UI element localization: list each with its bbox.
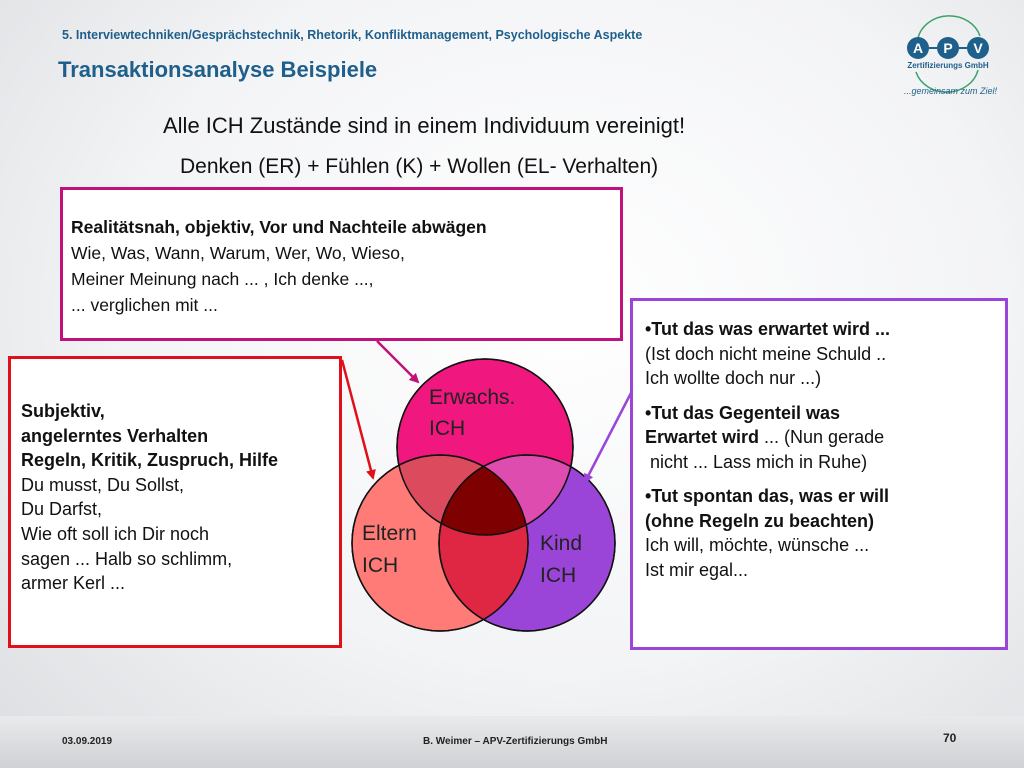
parent-label: ICH (362, 554, 398, 577)
parent-bold-line: Subjektiv, (21, 401, 105, 421)
parent-line: armer Kerl ... (21, 573, 126, 594)
apv-logo: A P V Zertifizierungs GmbH (907, 15, 989, 93)
child-label: Kind (540, 532, 582, 555)
logo-subtitle: Zertifizierungs GmbH (907, 61, 989, 70)
child-item-1-heading: •Tut das was erwartet wird ... (645, 319, 891, 339)
parent-line: Du Darfst, (21, 499, 103, 520)
child-item-2-rest: ... (Nun gerade (759, 427, 885, 447)
adult-description-box: Realitätsnah, objektiv, Vor und Nachteil… (60, 187, 623, 341)
statement-line-1: Alle ICH Zustände sind in einem Individu… (163, 113, 686, 138)
slide-title: Transaktionsanalyse Beispiele (58, 57, 378, 82)
child-item-2-heading: •Tut das Gegenteil was (645, 402, 841, 423)
adult-line: ... verglichen mit ... (71, 295, 218, 315)
ego-states-venn: Erwachs. ICH Eltern ICH Kind ICH (351, 358, 616, 632)
child-item-3-line: Ist mir egal... (645, 559, 749, 580)
logo-slogan: ...gemeinsam zum Ziel! (904, 86, 998, 96)
footer-author: B. Weimer – APV-Zertifizierungs GmbH (423, 736, 608, 747)
footer-date: 03.09.2019 (62, 736, 113, 747)
parent-line: Du musst, Du Sollst, (21, 474, 185, 495)
child-item-1-line: Ich wollte doch nur ...) (645, 368, 822, 388)
child-item-3-heading: •Tut spontan das, was er will (645, 486, 890, 506)
child-item-2-bold: Erwartet wird (645, 427, 760, 447)
parent-bold-line: angelerntes Verhalten (21, 425, 209, 446)
parent-label: Eltern (362, 522, 417, 545)
child-label: ICH (540, 564, 576, 587)
logo-letter-v: V (973, 40, 983, 56)
adult-line: Meiner Meinung nach ... , Ich denke ..., (71, 269, 374, 289)
adult-line: Wie, Was, Wann, Warum, Wer, Wo, Wieso, (71, 243, 405, 263)
statement-line-2: Denken (ER) + Fühlen (K) + Wollen (EL- V… (180, 155, 659, 178)
adult-heading: Realitätsnah, objektiv, Vor und Nachteil… (71, 217, 487, 237)
parent-bold-line: Regeln, Kritik, Zuspruch, Hilfe (21, 450, 279, 471)
footer-bar (0, 716, 1024, 768)
adult-label: Erwachs. (429, 386, 515, 409)
child-description-box: •Tut das was erwartet wird ... (Ist doch… (630, 298, 1008, 650)
child-item-1-line: (Ist doch nicht meine Schuld .. (645, 343, 887, 364)
child-item-2-line: Erwartet wird ... (Nun gerade (645, 425, 1001, 450)
child-item-3-heading: (ohne Regeln zu beachten) (645, 510, 875, 531)
chapter-heading: 5. Interviewtechniken/Gesprächstechnik, … (62, 28, 643, 42)
child-item-3-line: Ich will, möchte, wünsche ... (645, 535, 870, 555)
parent-description-box: Subjektiv, angelerntes Verhalten Regeln,… (8, 356, 342, 648)
child-item-2-line: nicht ... Lass mich in Ruhe) (645, 451, 868, 472)
page-number: 70 (943, 731, 957, 745)
parent-line: sagen ... Halb so schlimm, (21, 548, 233, 569)
parent-line: Wie oft soll ich Dir noch (21, 523, 210, 544)
center-overlap (438, 455, 528, 535)
adult-label: ICH (429, 417, 465, 440)
logo-letter-p: P (943, 40, 952, 56)
logo-letter-a: A (913, 40, 923, 56)
